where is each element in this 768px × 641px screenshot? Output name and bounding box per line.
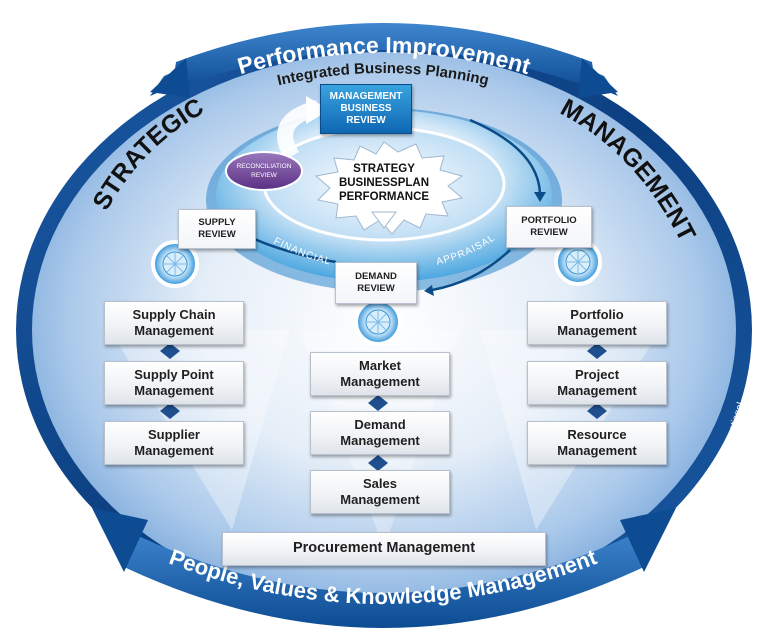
top-banner xyxy=(172,23,596,90)
bottom-banner-arrow-right xyxy=(620,508,676,572)
management-business-review-box: MANAGEMENT BUSINESS REVIEW xyxy=(320,84,412,134)
flow-arrow-to-portfolio xyxy=(469,118,542,197)
demand-spot xyxy=(354,298,402,346)
strategy-core-line-1: STRATEGY xyxy=(353,163,415,175)
sales-management-box: Sales Management xyxy=(310,470,450,514)
column-connectors xyxy=(160,343,607,471)
flow-arrowhead-portfolio xyxy=(534,192,546,202)
top-banner-arrow-left xyxy=(150,58,190,98)
swirl-arrowhead xyxy=(306,96,330,124)
demand-review-box: DEMAND REVIEW xyxy=(335,262,417,304)
reconciliation-ellipse xyxy=(225,151,303,191)
flow-arrow-to-demand xyxy=(431,249,511,292)
resource-management-box: Resource Management xyxy=(527,421,667,465)
portfolio-spot xyxy=(554,238,602,286)
bottom-banner-arrow-left xyxy=(92,508,148,572)
demand-management-box: Demand Management xyxy=(310,411,450,455)
supply-chain-management-box: Supply Chain Management xyxy=(104,301,244,345)
flow-arrowhead-demand xyxy=(424,285,434,296)
bottom-banner xyxy=(118,526,650,628)
supply-review-box: SUPPLY REVIEW xyxy=(178,209,256,249)
supply-point-management-box: Supply Point Management xyxy=(104,361,244,405)
strategy-starburst xyxy=(314,141,464,235)
market-management-box: Market Management xyxy=(310,352,450,396)
reconciliation-line-2: REVIEW xyxy=(251,172,278,179)
supply-spot xyxy=(151,240,199,288)
flow-arrow-to-supply xyxy=(251,236,337,264)
strategy-core-line-3: PERFORMANCE xyxy=(339,191,429,203)
reconciliation-line-1: RECONCILIATION xyxy=(237,163,292,170)
portfolio-review-box: PORTFOLIO REVIEW xyxy=(506,206,592,248)
portfolio-management-box: Portfolio Management xyxy=(527,301,667,345)
top-banner-arrow-right xyxy=(578,58,618,98)
procurement-management-box: Procurement Management xyxy=(222,532,546,566)
project-management-box: Project Management xyxy=(527,361,667,405)
supplier-management-box: Supplier Management xyxy=(104,421,244,465)
strategy-core-line-2: BUSINESSPLAN xyxy=(339,177,429,189)
starburst-arrow-down xyxy=(371,211,397,229)
